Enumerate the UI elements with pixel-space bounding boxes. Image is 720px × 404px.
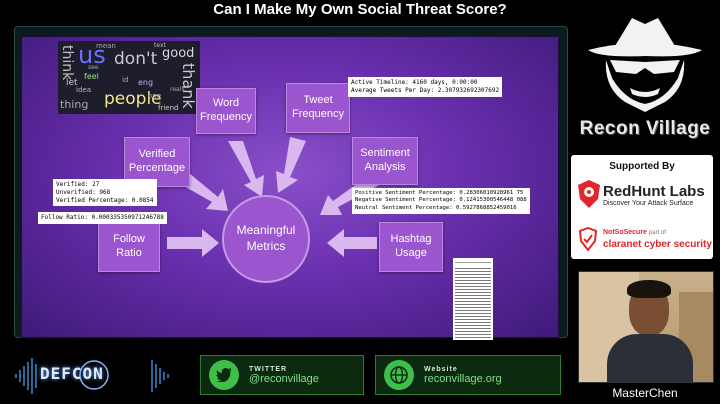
arrow-verified: [182, 173, 228, 211]
arrow-follow: [167, 229, 219, 257]
hashtag-count-list: [453, 258, 493, 348]
word-cloud-word: text: [154, 42, 166, 49]
redhunt-shield-icon: [578, 180, 600, 208]
defcon-wordmark: DEFCON: [40, 364, 104, 383]
part-of-label: part of: [648, 230, 666, 236]
word-cloud-word: see: [88, 64, 99, 71]
word-frequency-box: Word Frequency: [196, 88, 256, 134]
globe-icon: [384, 360, 414, 390]
right-panel: Recon Village: [570, 0, 720, 404]
brand-title: Recon Village: [579, 118, 711, 139]
word-cloud-word: let: [66, 78, 78, 88]
verified-percentage-box: Verified Percentage: [124, 137, 190, 187]
speaker-name: MasterChen: [612, 386, 678, 400]
word-cloud-word: thank: [179, 63, 198, 109]
supported-by-label: Supported By: [609, 161, 675, 172]
follow-ratio-box: Follow Ratio: [98, 222, 160, 272]
speaker-body: [607, 334, 693, 382]
word-cloud-word: people: [104, 89, 162, 109]
sponsor-panel: Supported By RedHunt Labs Discover Your …: [571, 155, 713, 259]
sponsor-claranet: claranet cyber security: [603, 239, 712, 250]
word-cloud-word: thing: [60, 98, 89, 111]
word-cloud-word: us: [78, 41, 106, 69]
word-cloud-word: realli: [170, 86, 185, 93]
twitter-handle[interactable]: @reconvillage: [249, 372, 319, 385]
sponsor-redhunt-tagline: Discover Your Attack Surface: [603, 200, 694, 207]
website-url[interactable]: reconvillage.org: [424, 372, 502, 385]
word-cloud-word: mean: [96, 42, 116, 50]
word-cloud-word: idea: [76, 86, 91, 94]
spy-hat-icon: [588, 18, 702, 112]
website-card[interactable]: Website reconvillage.org: [375, 355, 561, 395]
follow-ratio-note: Follow Ratio: 0.000335350971246788: [38, 212, 167, 224]
sponsor-redhunt-name: RedHunt Labs: [603, 183, 705, 200]
twitter-card[interactable]: TWITTER @reconvillage: [200, 355, 364, 395]
timeline-note: Active Timeline: 4160 days, 0:00:00 Aver…: [348, 77, 503, 97]
stream-title: Can I Make My Own Social Threat Score?: [213, 1, 507, 18]
verified-note: Verified: 27 Unverified: 968 Verified Pe…: [53, 179, 157, 207]
word-cloud-word: one: [148, 92, 162, 100]
meaningful-metrics-circle: Meaningful Metrics: [222, 195, 310, 283]
word-cloud-word: don't: [114, 49, 158, 69]
sentiment-note: Positive Sentiment Percentage: 0.2830601…: [352, 188, 530, 214]
tweet-frequency-box: Tweet Frequency: [286, 83, 350, 133]
speaker-webcam: [578, 271, 714, 383]
sentiment-analysis-box: Sentiment Analysis: [352, 137, 418, 185]
arrow-hashtag: [327, 229, 377, 257]
word-cloud-word: good: [162, 46, 195, 61]
notsosecure-shield-icon: [579, 227, 597, 251]
sponsor-notsosecure-name: NotSoSecure: [603, 229, 647, 236]
website-label: Website: [424, 365, 458, 373]
word-cloud-word: think: [59, 45, 75, 81]
word-cloud-word: eng: [138, 78, 154, 87]
recon-village-logo: Recon Village: [570, 8, 720, 148]
word-cloud: think us don't mean good text feel let i…: [58, 41, 200, 114]
twitter-bird-icon: [209, 360, 239, 390]
audio-waveform-icon: [15, 358, 169, 394]
word-cloud-word: friend: [158, 104, 179, 112]
arrow-word-frequency: [228, 141, 264, 197]
twitter-label: TWITTER: [249, 365, 288, 373]
defcon-logo: [10, 352, 180, 400]
arrow-tweet-frequency: [276, 137, 306, 193]
sponsor-notsosecure: NotSoSecure part of: [603, 229, 666, 236]
word-cloud-word: feel: [84, 72, 99, 81]
hashtag-usage-box: Hashtag Usage: [379, 222, 443, 272]
word-cloud-word: id: [122, 76, 129, 84]
